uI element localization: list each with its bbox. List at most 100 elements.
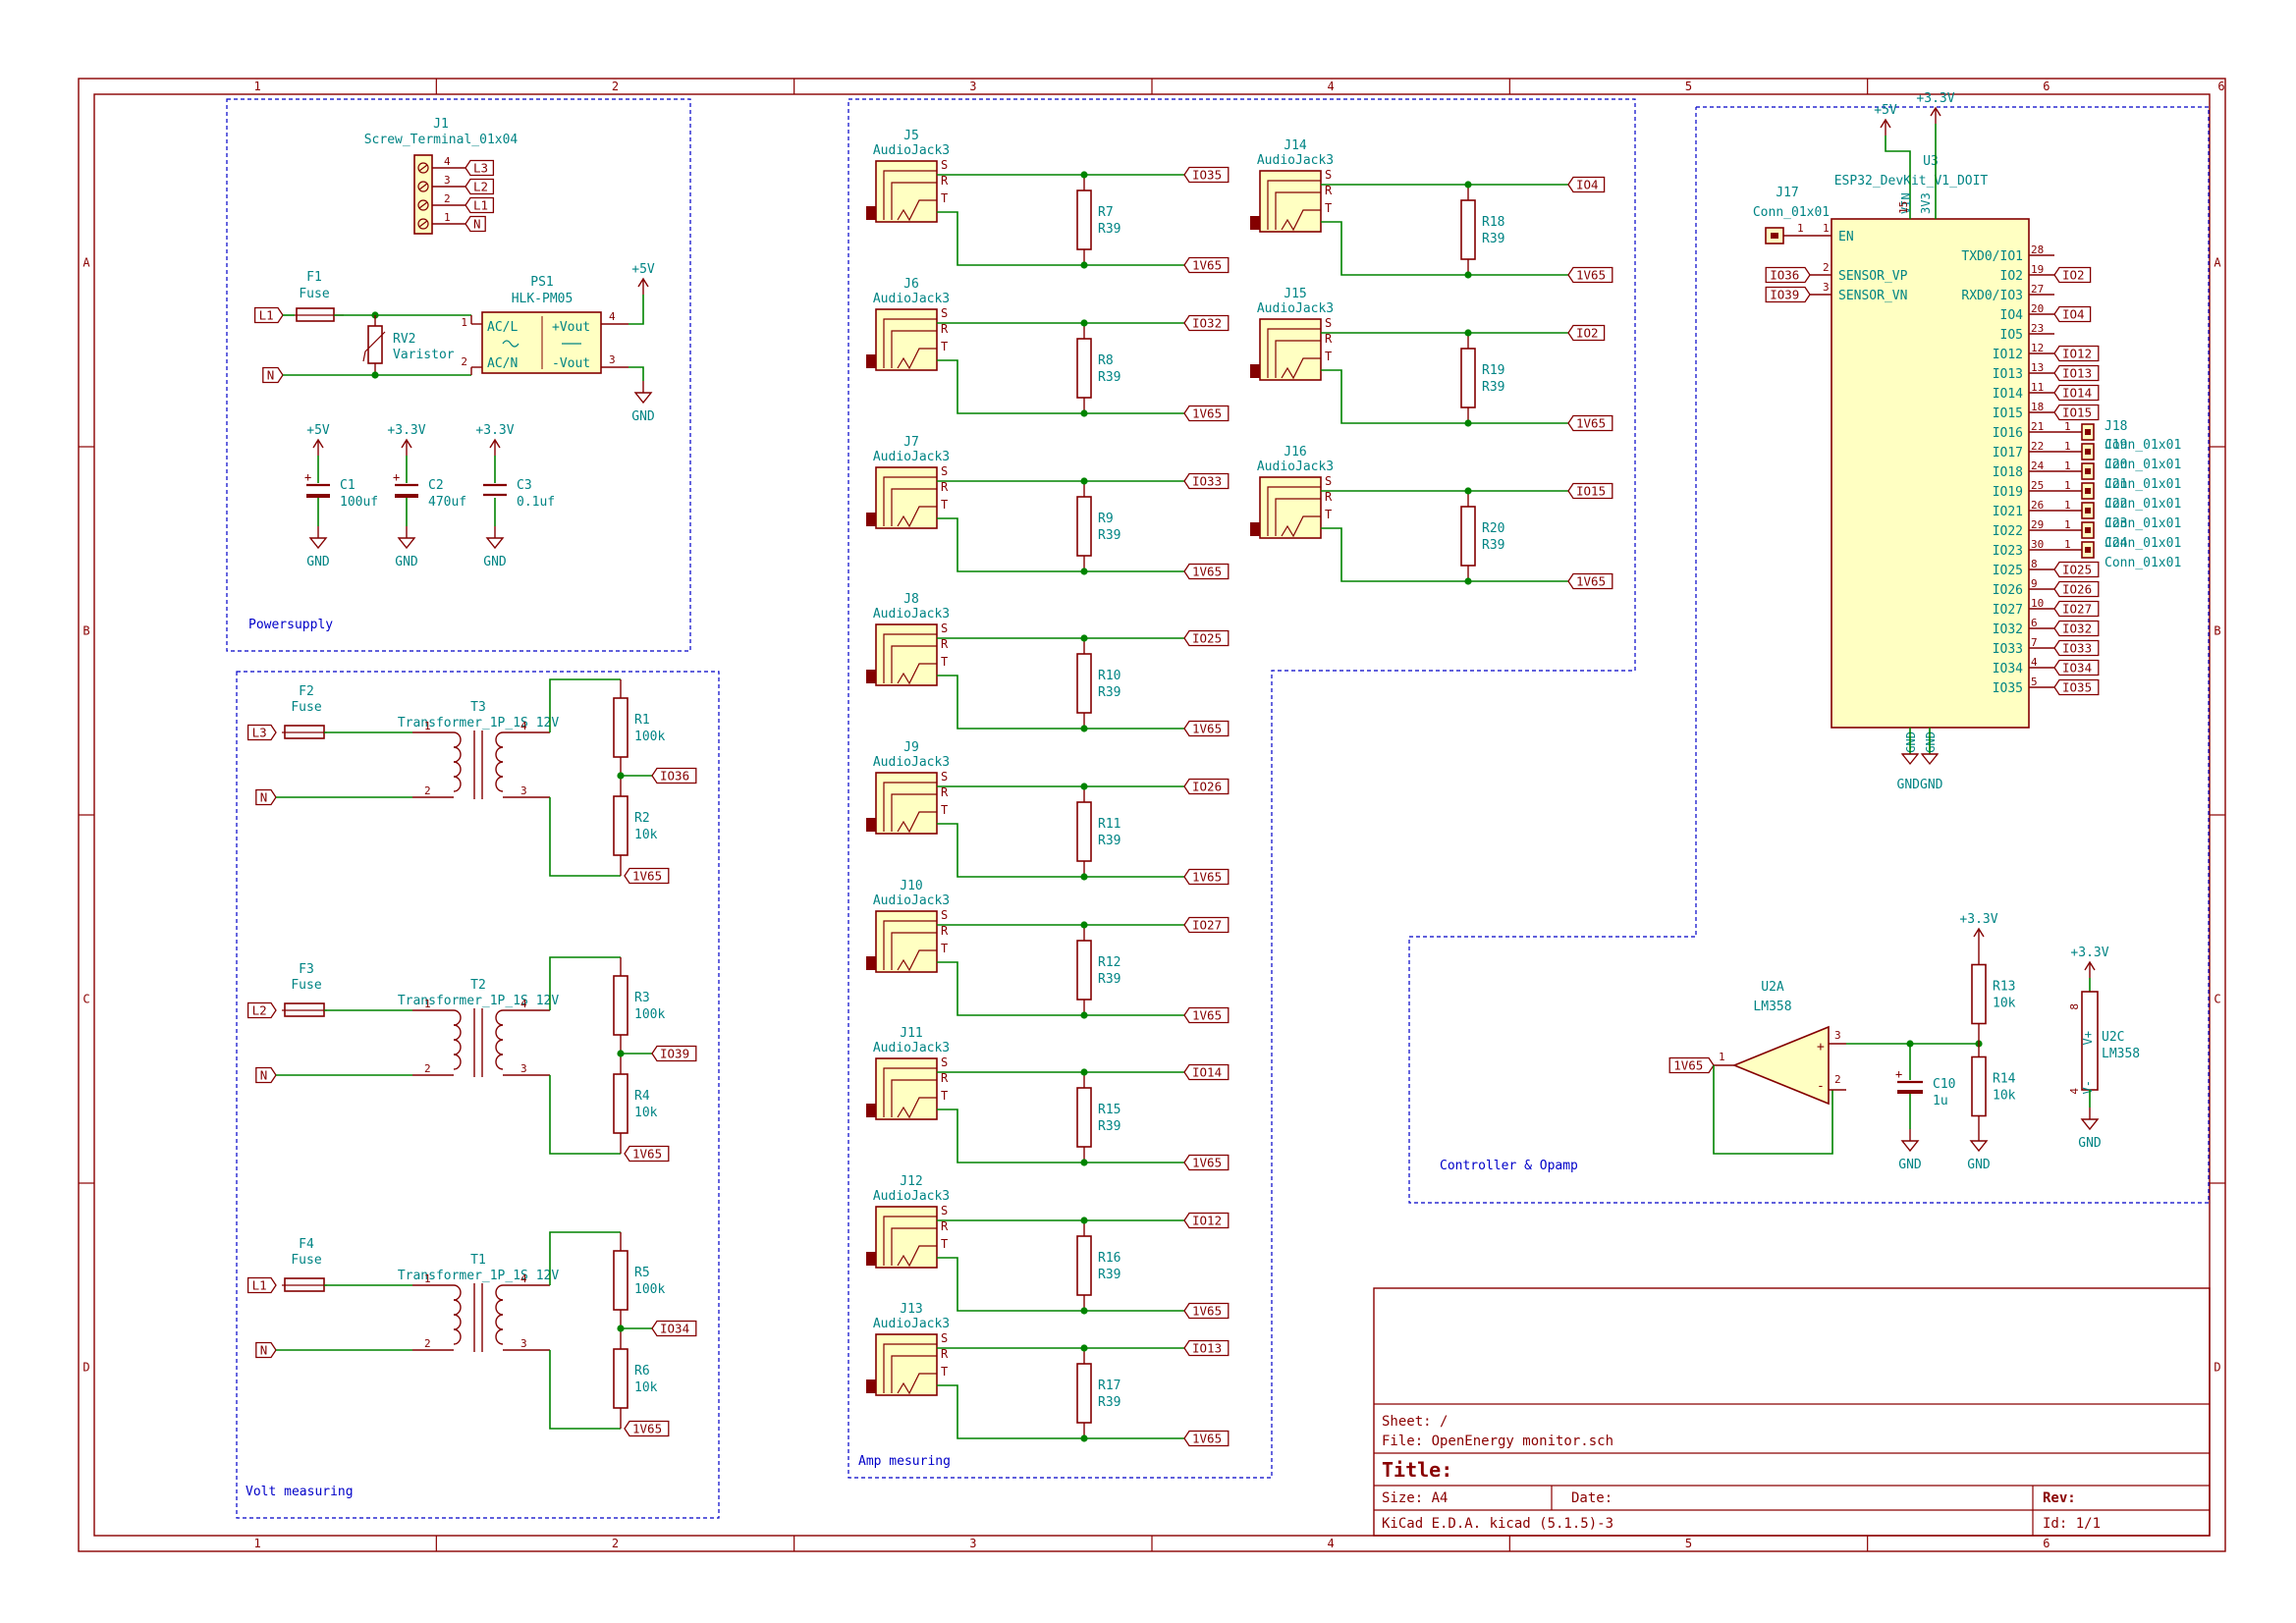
jack-value: AudioJack3 xyxy=(873,450,950,464)
resistor-value: R39 xyxy=(1098,370,1121,385)
gnd-label: GND xyxy=(483,555,507,569)
transformer-coil-icon xyxy=(453,731,462,748)
wire xyxy=(629,366,644,381)
gnd-label: GND xyxy=(306,555,330,569)
audio-jack-plug-icon xyxy=(866,670,876,683)
jack-pin-r: R xyxy=(941,924,949,938)
jack-ref: J5 xyxy=(903,129,919,143)
net-label-text: L1 xyxy=(473,198,488,213)
net-label-text: 1V65 xyxy=(1673,1058,1703,1073)
pin-number: 1 xyxy=(2064,460,2071,472)
net-label-text: IO35 xyxy=(2062,680,2092,695)
net-label: IO39 xyxy=(651,1045,697,1062)
jack-value: AudioJack3 xyxy=(873,607,950,622)
pin-name: SENSOR_VP xyxy=(1838,269,1908,284)
transformer-coil-icon xyxy=(453,1054,462,1070)
pin-name: IO15 xyxy=(1993,406,2023,421)
connector-ref: J20 xyxy=(2105,458,2127,472)
jack-pin-t: T xyxy=(941,1237,948,1251)
power-label: +3.3V xyxy=(1916,91,1954,106)
transformer-coil-icon xyxy=(453,1299,462,1316)
section-powersupply-label: Powersupply xyxy=(248,618,333,632)
net-label: IO25 xyxy=(1183,629,1230,647)
pin-number: 24 xyxy=(2031,460,2045,472)
pin-number: 27 xyxy=(2031,283,2044,296)
title-title: Title: xyxy=(1382,1458,1452,1482)
varistor-icon xyxy=(362,331,386,362)
net-label: IO32 xyxy=(2053,620,2100,637)
power-label: +3.3V xyxy=(2070,946,2108,960)
pin-number: 1 xyxy=(1823,222,1830,235)
jack-ref: J12 xyxy=(900,1174,922,1189)
frame-col-label: 3 xyxy=(969,1537,976,1550)
net-label: IO15 xyxy=(1567,482,1613,500)
net-label-text: 1V65 xyxy=(1192,722,1222,736)
resistor-body xyxy=(1076,338,1092,399)
transformer-value: Transformer_1P_1S 12V xyxy=(398,994,560,1008)
jack-pin-s: S xyxy=(1325,168,1332,182)
ps1-value: HLK-PM05 xyxy=(512,292,574,306)
resistor-value: R39 xyxy=(1098,1268,1121,1282)
polarity-plus-icon: + xyxy=(304,470,311,484)
power-arrow-icon xyxy=(401,438,412,449)
transformer-coil-icon xyxy=(495,1054,504,1070)
frame-row-label: B xyxy=(82,624,89,638)
transformer-coil-icon xyxy=(495,1299,504,1316)
frame-corner-label: 6 xyxy=(2217,80,2224,93)
net-label-text: N xyxy=(260,1068,268,1083)
esp32-body xyxy=(1831,218,2030,729)
jack-pin-s: S xyxy=(941,908,948,922)
audio-jack-body xyxy=(875,1057,938,1120)
frame-col-label: 2 xyxy=(612,80,619,93)
wire xyxy=(549,956,621,1010)
pin-number: 11 xyxy=(2031,381,2044,394)
audio-jack-body xyxy=(875,466,938,529)
resistor-body xyxy=(613,1073,629,1134)
audio-jack-contact-icon xyxy=(891,932,937,970)
pin-number: 4 xyxy=(2068,1088,2081,1095)
power-arrow-icon xyxy=(489,438,501,449)
frame-row-label: B xyxy=(2214,624,2220,638)
net-label-text: IO12 xyxy=(2062,347,2092,361)
net-label-text: IO4 xyxy=(2062,307,2085,322)
resistor-body xyxy=(1076,653,1092,714)
junction-dot xyxy=(1464,271,1472,279)
resistor-body xyxy=(613,795,629,856)
connector-ref: J23 xyxy=(2105,516,2127,531)
pin-name: IO26 xyxy=(1993,583,2023,598)
pin-name: IO32 xyxy=(1993,622,2023,637)
pin-name: IO16 xyxy=(1993,426,2023,441)
pin-number: 7 xyxy=(2031,636,2038,649)
jack-pin-t: T xyxy=(941,191,948,205)
wire xyxy=(1321,527,1568,582)
pin-number: 25 xyxy=(2031,479,2044,492)
resistor-value: 10k xyxy=(1993,1089,2016,1104)
ground-symbol-icon xyxy=(308,537,328,550)
fuse-value: Fuse xyxy=(291,978,321,993)
audio-jack-contact-icon xyxy=(897,348,937,370)
connector-value: Conn_01x01 xyxy=(2105,477,2181,492)
junction-dot xyxy=(1080,1434,1088,1442)
net-label: 1V65 xyxy=(1567,572,1613,590)
resistor-ref: R14 xyxy=(1993,1072,2016,1087)
net-label: N xyxy=(262,366,284,384)
net-label-text: IO15 xyxy=(1576,484,1606,499)
net-label-text: IO32 xyxy=(1192,316,1222,331)
audio-jack-contact-icon xyxy=(897,949,937,972)
net-label: 1V65 xyxy=(1183,1154,1230,1171)
junction-dot xyxy=(1080,1011,1088,1019)
audio-jack-plug-icon xyxy=(1250,216,1260,230)
u2a-value: LM358 xyxy=(1753,1000,1791,1014)
net-label: IO4 xyxy=(1567,176,1606,193)
title-id: Id: 1/1 xyxy=(2043,1516,2101,1532)
connector-pin-icon xyxy=(2085,547,2091,553)
pin-number: 4 xyxy=(2031,656,2038,669)
net-label-text: 1V65 xyxy=(1192,1156,1222,1170)
audio-jack-contact-icon xyxy=(883,1067,937,1117)
pin-number: 18 xyxy=(2031,401,2044,413)
resistor-ref: R16 xyxy=(1098,1251,1121,1266)
net-label: IO26 xyxy=(2053,580,2100,598)
audio-jack-contact-icon xyxy=(891,645,937,683)
jack-pin-r: R xyxy=(1325,184,1333,197)
net-label-text: IO12 xyxy=(1192,1214,1222,1228)
